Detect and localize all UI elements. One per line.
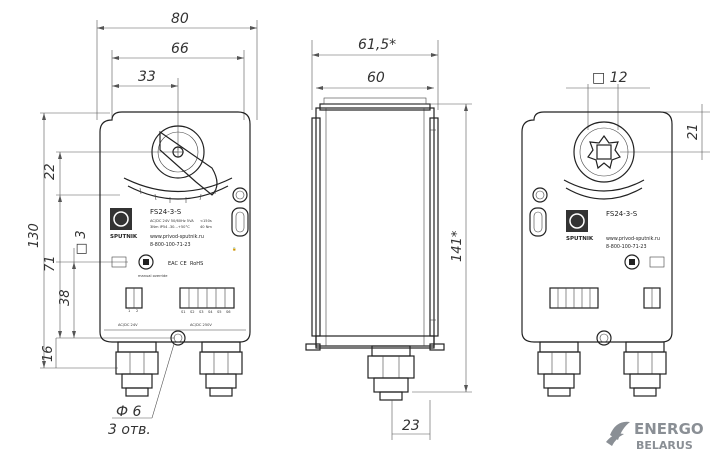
rear-model: FS24-3-S	[606, 210, 638, 218]
rear-label: SPUTNIK FS24-3-S www.privod-sputnik.ru 8…	[566, 210, 660, 250]
front-term-right-1: S1	[181, 310, 186, 314]
front-term-caption-right: AC/DC 250V	[190, 323, 212, 327]
front-model: FS24-3-S	[150, 208, 182, 216]
front-mark-eac: EAC	[168, 261, 178, 267]
dim-33: 33	[138, 69, 156, 85]
dim-hole-count: 3 отв.	[108, 422, 151, 438]
front-term-right-3: S3	[199, 310, 204, 314]
rear-view: □ 12 21 SPUTNIK FS24-3-S www.privod-sput…	[521, 70, 710, 397]
front-label: SPUTNIK FS24-3-S AC/DC 24V 50/60Hz 5VA 3…	[110, 208, 212, 267]
rear-website: www.privod-sputnik.ru	[606, 236, 660, 242]
side-view: 61,5* 60 141*	[305, 37, 472, 440]
front-spec-3: <150s	[200, 219, 212, 223]
dim-61-5: 61,5*	[358, 37, 396, 53]
dim-hole-diameter: Ф 6	[116, 404, 142, 420]
dim-21: 21	[686, 123, 701, 140]
watermark-logo: ENERGO BELARUS	[606, 420, 704, 452]
dim-23: 23	[402, 418, 420, 434]
front-cable-gland-left	[115, 341, 159, 397]
front-brand: SPUTNIK	[110, 234, 138, 240]
front-term-right-4: S4	[208, 310, 213, 314]
dim-80: 80	[171, 11, 189, 27]
dim-60: 60	[367, 70, 385, 86]
dim-22: 22	[43, 163, 58, 180]
front-term-caption-left: AC/DC 24V	[118, 323, 138, 327]
front-website: www.privod-sputnik.ru	[150, 234, 204, 240]
front-spec-4: 40 Nm	[200, 225, 212, 229]
rear-brand: SPUTNIK	[566, 236, 594, 242]
front-manual-label: manual override	[138, 274, 168, 278]
rear-phone: 8-800-100-71-23	[606, 244, 647, 250]
front-mark-ce: CE	[180, 261, 187, 267]
dim-130: 130	[27, 223, 42, 248]
dim-66: 66	[171, 41, 189, 57]
dim-71: 71	[43, 255, 58, 272]
dim-38: 38	[58, 289, 73, 306]
front-cable-gland-right	[199, 341, 243, 397]
dim-141: 141*	[450, 230, 465, 262]
front-term-right-6: S6	[226, 310, 231, 314]
watermark-line2: BELARUS	[636, 439, 693, 452]
angle-scale	[139, 187, 217, 203]
front-term-right-2: S2	[190, 310, 195, 314]
front-phone: 8-800-100-71-23	[150, 242, 191, 248]
front-term-left-1: 1	[128, 309, 130, 313]
front-term-right-5: S5	[217, 310, 222, 314]
dim-16: 16	[41, 345, 56, 362]
front-term-left-2: 2	[136, 309, 138, 313]
front-mark-rohs: RoHS	[190, 261, 203, 267]
lock-icon: 🔒	[232, 246, 236, 251]
watermark-line1: ENERGO	[634, 420, 704, 438]
front-view: 80 66 33 130 71 38 22	[27, 11, 258, 438]
front-spec-1: AC/DC 24V 50/60Hz 5VA	[150, 219, 194, 223]
front-terminals: 1 2 S1 S2 S3 S4 S5 S6 AC/DC 24V AC/DC 25…	[118, 287, 235, 327]
dim-square-3: □ 3	[74, 230, 89, 255]
front-spec-2: 3Nm IP54 -30...+50°C	[150, 225, 190, 229]
dim-square-12: □ 12	[592, 70, 628, 86]
